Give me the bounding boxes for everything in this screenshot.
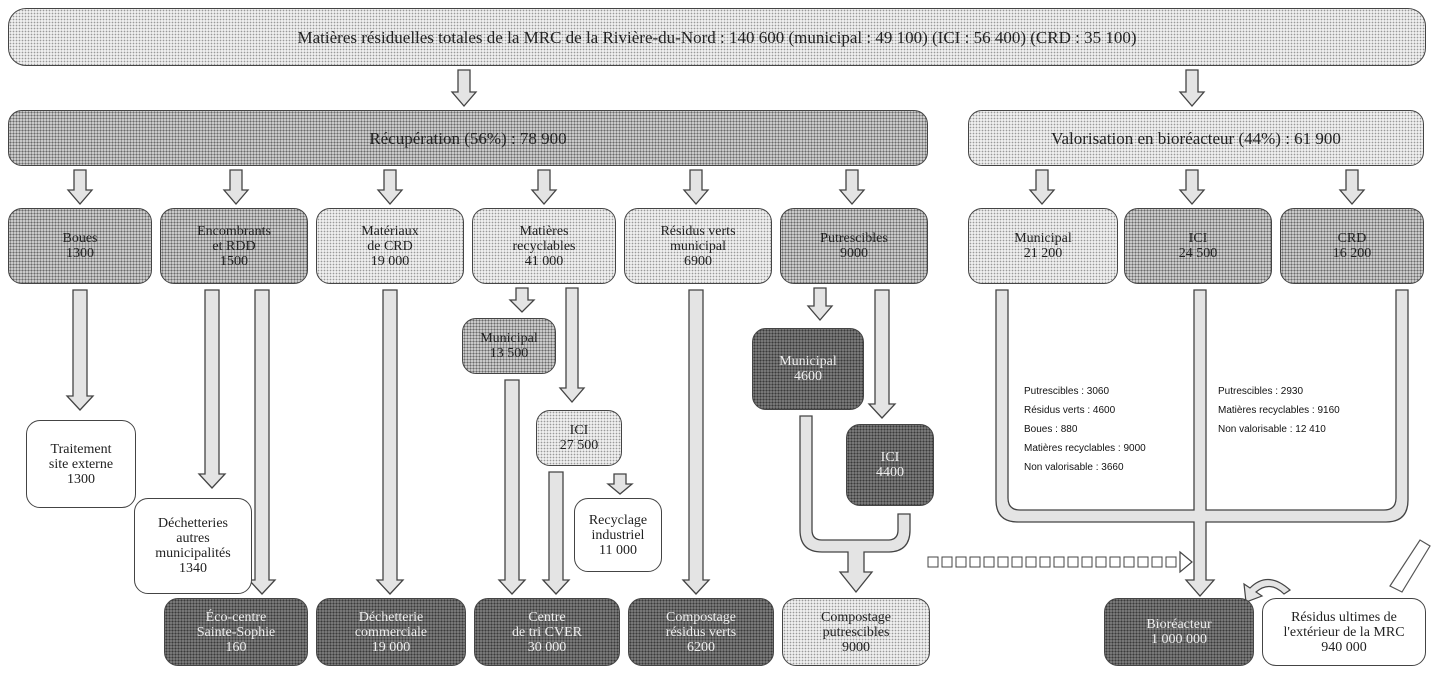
chain-square xyxy=(1011,556,1023,568)
ici-breakdown-line: Non valorisable : 12 410 xyxy=(1218,424,1326,435)
down-arrow xyxy=(1178,69,1206,107)
chain-square xyxy=(1095,556,1107,568)
municipal-breakdown: Putrescibles : 3060 Résidus verts : 4600… xyxy=(1024,382,1146,477)
chain-square xyxy=(1137,556,1149,568)
encombrants-box: Encombrants et RDD 1500 xyxy=(160,208,308,284)
municipal-box: Municipal 21 200 xyxy=(968,208,1118,284)
chain-square xyxy=(983,556,995,568)
ici-breakdown-line: Matières recyclables : 9160 xyxy=(1218,405,1340,416)
centre-tri-box: Centre de tri CVER 30 000 xyxy=(474,598,620,666)
down-arrow xyxy=(838,169,866,205)
down-arrow xyxy=(606,473,634,495)
down-arrow xyxy=(376,169,404,205)
chain-square xyxy=(1123,556,1135,568)
compostage-putrescibles-box: Compostage putrescibles 9000 xyxy=(782,598,930,666)
total-box: Matières résiduelles totales de la MRC d… xyxy=(8,8,1426,66)
down-arrow xyxy=(508,287,536,313)
chain-square xyxy=(1025,556,1037,568)
down-arrow xyxy=(1028,169,1056,205)
municipal-breakdown-line: Résidus verts : 4600 xyxy=(1024,405,1116,416)
down-arrow xyxy=(541,471,571,595)
chain-square xyxy=(969,556,981,568)
putrescibles-box: Putrescibles 9000 xyxy=(780,208,928,284)
merge-arrow xyxy=(799,415,911,594)
municipal-breakdown-line: Putrescibles : 3060 xyxy=(1024,386,1110,397)
bioreacteur-box: Bioréacteur 1 000 000 xyxy=(1104,598,1254,666)
municipal-breakdown-line: Boues : 880 xyxy=(1024,424,1078,435)
crd-box: CRD 16 200 xyxy=(1280,208,1424,284)
residus-ultimes-box: Résidus ultimes de l'extérieur de la MRC… xyxy=(1262,598,1426,666)
down-arrow xyxy=(375,289,405,595)
chain-square xyxy=(1165,556,1177,568)
curved-arrow xyxy=(1243,578,1291,603)
bioreactor-u-arrow xyxy=(995,289,1409,597)
down-arrow xyxy=(222,169,250,205)
down-arrow xyxy=(450,69,478,107)
down-arrow xyxy=(558,287,586,403)
chain-square xyxy=(1039,556,1051,568)
ecocentre-box: Éco-centre Sainte-Sophie 160 xyxy=(164,598,308,666)
recyclage-industriel-box: Recyclage industriel 11 000 xyxy=(574,498,662,572)
down-arrow xyxy=(682,169,710,205)
down-arrow xyxy=(806,287,834,321)
municipal-breakdown-line: Matières recyclables : 9000 xyxy=(1024,443,1146,454)
down-arrow xyxy=(197,289,227,489)
down-arrow xyxy=(66,169,94,205)
chain-square xyxy=(1081,556,1093,568)
down-arrow xyxy=(1178,169,1206,205)
down-arrow xyxy=(1338,169,1366,205)
chain-square xyxy=(941,556,953,568)
recyclables-box: Matières recyclables 41 000 xyxy=(472,208,616,284)
chain-square xyxy=(955,556,967,568)
down-arrow xyxy=(497,379,527,595)
recyclables-ici-box: ICI 27 500 xyxy=(536,410,622,466)
down-arrow xyxy=(867,289,897,419)
residus-verts-box: Résidus verts municipal 6900 xyxy=(624,208,772,284)
down-arrow xyxy=(681,289,711,595)
compostage-verts-box: Compostage résidus verts 6200 xyxy=(628,598,774,666)
putrescibles-municipal-box: Municipal 4600 xyxy=(752,328,864,410)
boues-box: Boues 1300 xyxy=(8,208,152,284)
recyclables-municipal-box: Municipal 13 500 xyxy=(462,318,556,374)
recuperation-box: Récupération (56%) : 78 900 xyxy=(8,110,928,166)
traitement-box: Traitement site externe 1300 xyxy=(26,420,136,508)
chain-square xyxy=(1151,556,1163,568)
down-arrow xyxy=(65,289,95,411)
ici-breakdown-line: Putrescibles : 2930 xyxy=(1218,386,1304,397)
chain-arrowhead xyxy=(1179,550,1193,574)
ici-box: ICI 24 500 xyxy=(1124,208,1272,284)
chain-square xyxy=(1067,556,1079,568)
valorisation-box: Valorisation en bioréacteur (44%) : 61 9… xyxy=(968,110,1424,166)
down-arrow xyxy=(530,169,558,205)
ici-breakdown: Putrescibles : 2930 Matières recyclables… xyxy=(1218,382,1340,439)
decheterie-commerciale-box: Déchetterie commerciale 19 000 xyxy=(316,598,466,666)
chain-square xyxy=(927,556,939,568)
chain-square xyxy=(1109,556,1121,568)
chain-square xyxy=(1053,556,1065,568)
decheteries-box: Déchetteries autres municipalités 1340 xyxy=(134,498,252,594)
sketch-icon xyxy=(1389,539,1431,593)
down-arrow xyxy=(247,289,277,595)
chain-square xyxy=(997,556,1009,568)
materiaux-box: Matériaux de CRD 19 000 xyxy=(316,208,464,284)
putrescibles-ici-box: ICI 4400 xyxy=(846,424,934,506)
municipal-breakdown-line: Non valorisable : 3660 xyxy=(1024,462,1124,473)
